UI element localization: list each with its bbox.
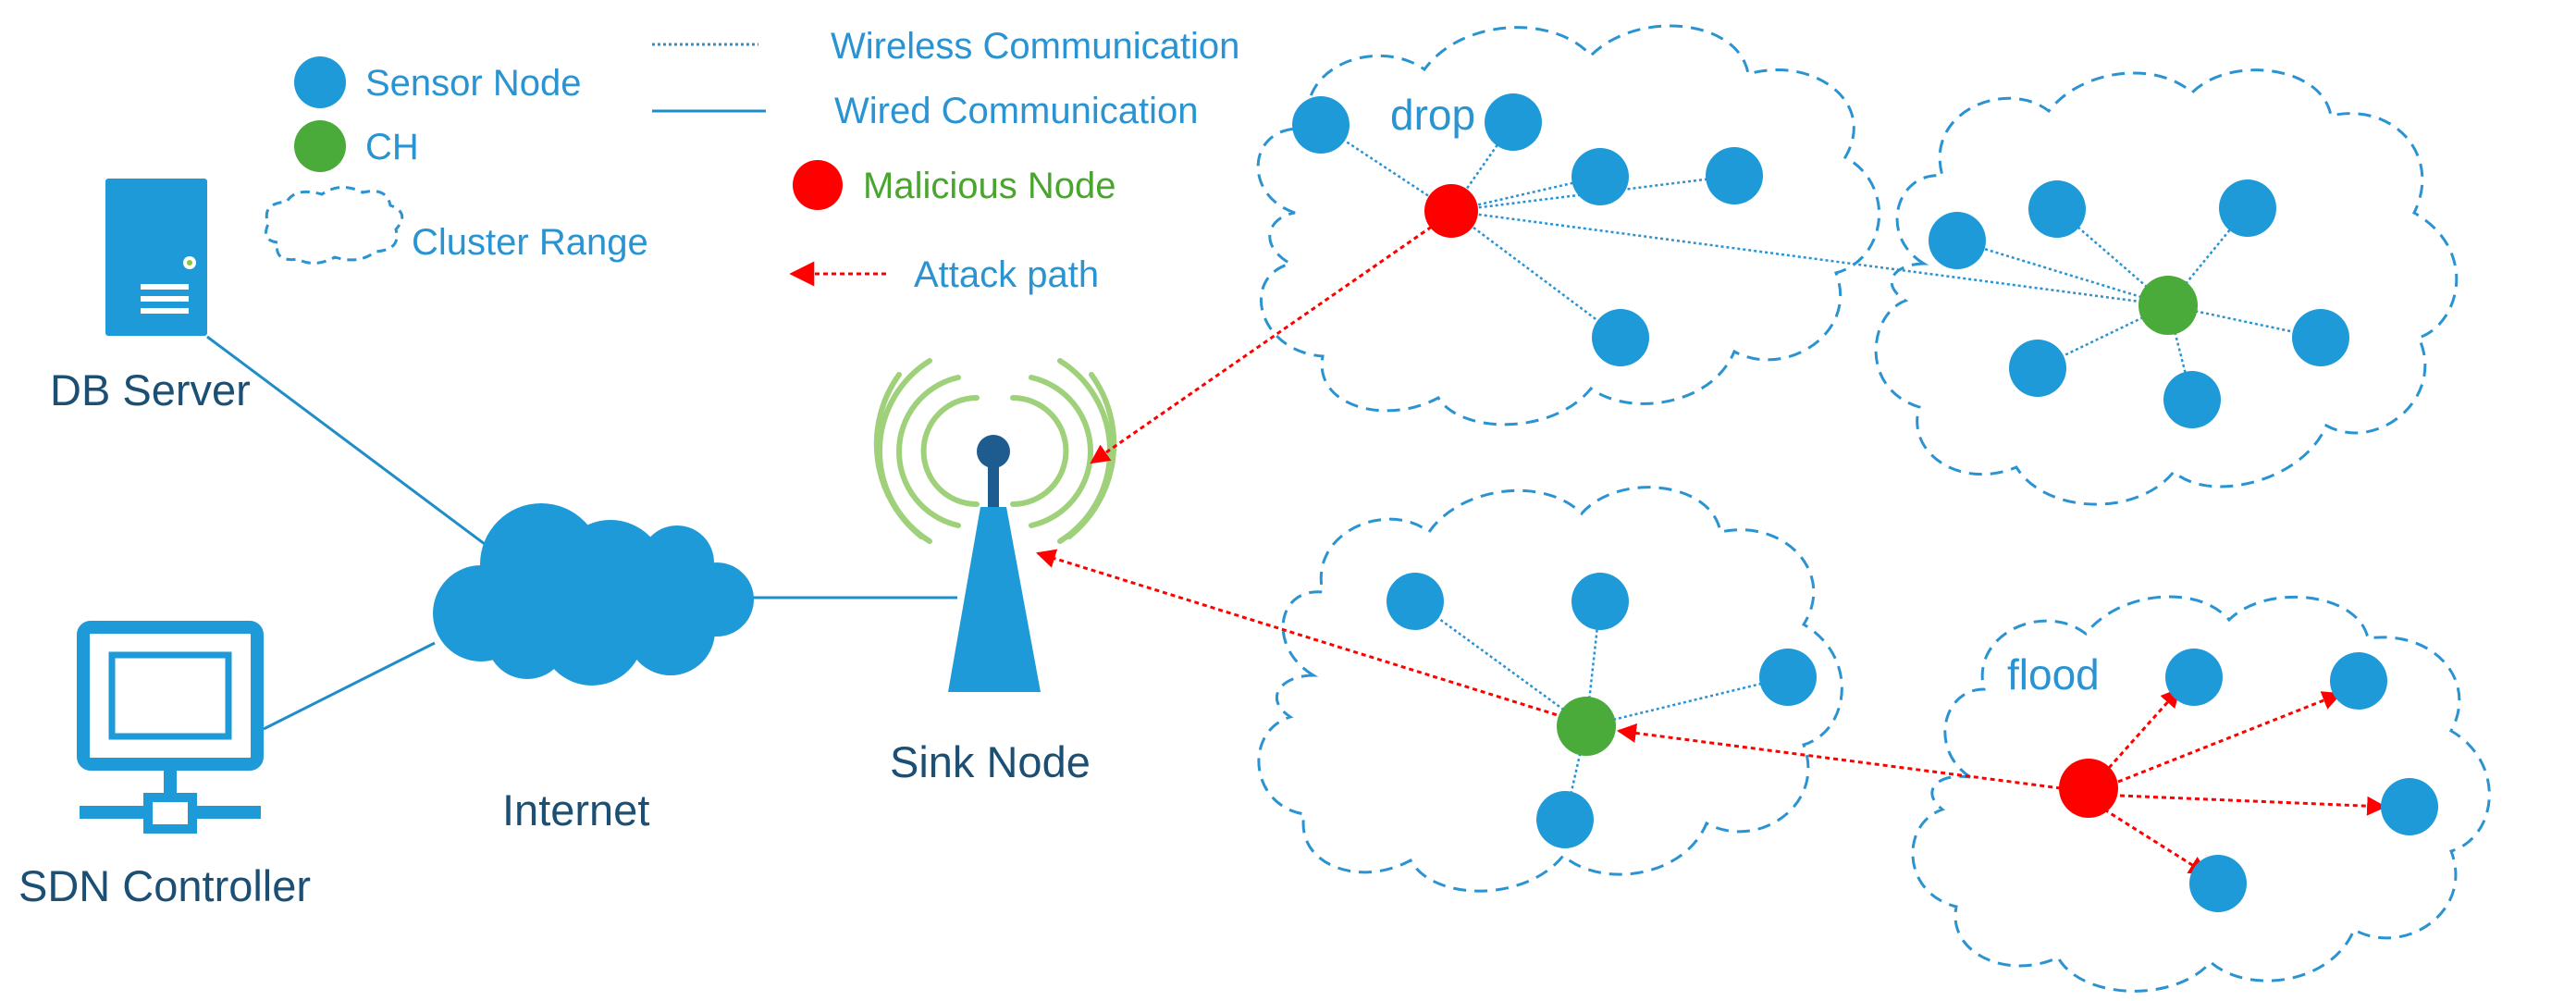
- legend-cluster-range-icon: [265, 186, 404, 265]
- attack-path-flood-1: [2107, 687, 2181, 769]
- legend-ch-label: CH: [365, 127, 419, 167]
- sensor-node: [1571, 148, 1629, 205]
- sink-node-label: Sink Node: [890, 737, 1091, 786]
- attack-path-flood-2: [2117, 691, 2342, 784]
- cluster-range-top-right: [1874, 68, 2459, 506]
- sensor-node: [1292, 96, 1350, 154]
- ch-nodes: [1557, 276, 2198, 756]
- sensor-nodes: [1292, 93, 2438, 912]
- sensor-node: [1571, 573, 1629, 630]
- attack-path-flood-4: [2103, 808, 2209, 876]
- attack-path-flood-to-ch: [1616, 723, 2062, 790]
- sink-node: Sink Node: [873, 358, 1117, 786]
- sensor-node: [2381, 778, 2438, 835]
- sensor-node: [2292, 309, 2349, 366]
- sdn-controller-label: SDN Controller: [18, 861, 311, 910]
- cluster-range-bottom-right: [1911, 595, 2491, 993]
- malicious-nodes: [1424, 184, 2118, 818]
- cluster-range-bottom-left: [1257, 486, 1843, 893]
- legend-attack-path-label: Attack path: [914, 254, 1099, 295]
- sensor-node: [1592, 309, 1649, 366]
- legend-sensor-node-label: Sensor Node: [365, 63, 581, 104]
- server-icon: [105, 179, 207, 336]
- legend-sensor-node-icon: [294, 56, 346, 108]
- sensor-node: [2189, 855, 2247, 912]
- attack-path-drop-to-sink: [1090, 220, 1439, 464]
- sensor-node: [2165, 649, 2223, 706]
- sensor-node: [1759, 649, 1817, 706]
- wired-links: [206, 335, 957, 731]
- sensor-node: [1706, 147, 1763, 204]
- sensor-node: [2163, 371, 2221, 428]
- cluster-ranges: [1256, 24, 2491, 993]
- internet: Internet: [433, 503, 754, 834]
- computer-icon: [77, 621, 264, 834]
- legend-cluster-range-label: Cluster Range: [412, 222, 648, 263]
- legend-wireless-label: Wireless Communication: [831, 26, 1239, 67]
- db-server-label: DB Server: [50, 365, 251, 414]
- ch-node-top-right: [2138, 276, 2198, 335]
- sensor-node: [2330, 652, 2387, 710]
- cloud-icon: [433, 503, 754, 686]
- attack-labels: drop flood: [1390, 91, 2100, 698]
- attack-path-ch-to-sink: [1035, 549, 1573, 722]
- sensor-node: [2219, 179, 2276, 237]
- antenna-tower-icon: [873, 358, 1117, 692]
- legend-malicious-label: Malicious Node: [863, 166, 1115, 206]
- attack-path-flood-3: [2119, 794, 2387, 816]
- sensor-node: [1929, 212, 1986, 269]
- sensor-node: [1536, 791, 1594, 848]
- sensor-node: [2028, 180, 2086, 238]
- malicious-node-flood: [2059, 759, 2118, 818]
- sensor-node: [2009, 340, 2066, 397]
- flood-label: flood: [2007, 650, 2100, 698]
- sensor-node: [1485, 93, 1542, 151]
- ch-node-bottom-left: [1557, 697, 1616, 756]
- attack-paths: [1035, 220, 2387, 876]
- sdn-controller: SDN Controller: [18, 621, 311, 910]
- cluster-range-top-left: [1256, 24, 1881, 426]
- legend: Sensor Node CH Cluster Range Wireless Co…: [265, 26, 1239, 295]
- internet-label: Internet: [502, 785, 649, 834]
- db-server: DB Server: [50, 179, 251, 414]
- legend-ch-icon: [294, 120, 346, 172]
- legend-malicious-icon: [793, 160, 843, 210]
- sensor-node: [1387, 573, 1444, 630]
- legend-wired-label: Wired Communication: [834, 91, 1198, 131]
- drop-label: drop: [1390, 91, 1475, 139]
- malicious-node-drop: [1424, 184, 1478, 238]
